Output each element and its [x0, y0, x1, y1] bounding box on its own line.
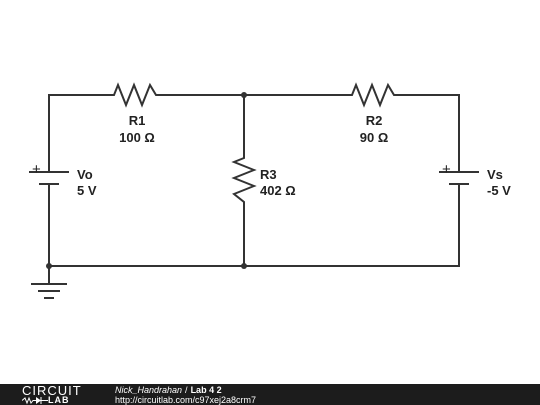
- r1-name-label: R1: [129, 113, 146, 128]
- vo-value-label: 5 V: [77, 183, 97, 198]
- footer-bar: CIRCUIT LAB Nick_Handrahan/Lab 4 2 http:…: [0, 384, 540, 405]
- voltage-source-vs[interactable]: [439, 171, 479, 185]
- node-ground-junction: [46, 263, 52, 269]
- circuit-url-link[interactable]: http://circuitlab.com/c97xej2a8crm7: [115, 395, 257, 405]
- resistor-r3[interactable]: [231, 154, 257, 206]
- logo-text-top: CIRCUIT: [22, 383, 82, 398]
- circuit-title-link[interactable]: Lab 4 2: [190, 385, 222, 395]
- logo-text-bottom: LAB: [48, 395, 70, 405]
- vo-plus-sign: +: [32, 161, 41, 178]
- node-top-junction: [241, 92, 247, 98]
- vs-name-label: Vs: [487, 167, 503, 182]
- circuit-meta: Nick_Handrahan/Lab 4 2 http://circuitlab…: [115, 385, 256, 405]
- r2-value-label: 90 Ω: [360, 130, 389, 145]
- diode-icon: [22, 396, 48, 405]
- author-link[interactable]: Nick_Handrahan: [115, 385, 183, 395]
- resistor-r2[interactable]: [348, 82, 398, 108]
- vs-value-label: -5 V: [487, 183, 511, 198]
- vs-plus-sign: +: [442, 161, 451, 178]
- meta-separator: /: [185, 385, 188, 395]
- vo-name-label: Vo: [77, 167, 93, 182]
- r2-name-label: R2: [366, 113, 383, 128]
- resistor-r1[interactable]: [110, 82, 160, 108]
- ground-icon: [31, 283, 67, 299]
- node-bottom-junction: [241, 263, 247, 269]
- voltage-source-vo[interactable]: [29, 171, 69, 185]
- circuit-schematic: R1 100 Ω R2 90 Ω R3 402 Ω + Vo 5 V + Vs …: [29, 82, 511, 299]
- r1-value-label: 100 Ω: [119, 130, 155, 145]
- circuitlab-logo[interactable]: CIRCUIT LAB: [22, 384, 92, 405]
- r3-name-label: R3: [260, 167, 277, 182]
- r3-value-label: 402 Ω: [260, 183, 296, 198]
